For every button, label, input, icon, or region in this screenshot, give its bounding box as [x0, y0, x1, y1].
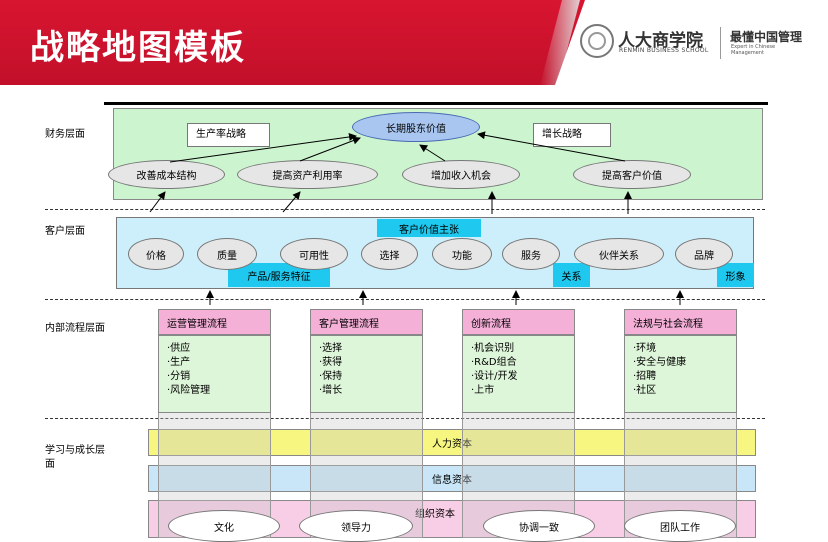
process-regulatory-body: ·环境 ·安全与健康 ·招聘 ·社区: [624, 335, 737, 413]
list-item: ·环境: [633, 343, 657, 354]
list-item: ·增长: [319, 385, 343, 396]
arrow-revenue-to-value: [419, 144, 446, 162]
group-relationship: 关系: [553, 263, 590, 287]
list-item: ·生产: [167, 357, 191, 368]
slogan: 最懂中国管理: [730, 30, 803, 44]
information-capital-label: 信息资本: [432, 475, 472, 486]
layer-label-financial: 财务层面: [45, 129, 85, 140]
human-capital-label: 人力资本: [432, 439, 472, 450]
list-item: ·上市: [471, 385, 495, 396]
org-item-teamwork: 团队工作: [624, 510, 736, 542]
list-item: ·招聘: [633, 371, 657, 382]
list-item: ·保持: [319, 371, 343, 382]
arrow-customer-to-asset: [282, 191, 301, 213]
layer-label-customer: 客户层面: [45, 226, 85, 237]
attribute-price: 价格: [128, 238, 184, 270]
attribute-availability: 可用性: [280, 238, 348, 270]
list-item: ·供应: [167, 343, 191, 354]
separator-internal-learning: [45, 418, 765, 419]
org-item-alignment: 协调一致: [483, 510, 595, 542]
driver-improve-cost-structure: 改善成本结构: [108, 160, 225, 189]
separator-customer-internal: [45, 299, 765, 300]
arrow-cost-to-value: [169, 133, 357, 163]
customer-value-proposition: 客户价值主张: [377, 219, 481, 237]
list-item: ·安全与健康: [633, 357, 687, 368]
growth-strategy-box: 增长战略: [533, 123, 611, 147]
driver-increase-asset-utilization: 提高资产利用率: [237, 160, 378, 189]
process-customer-mgmt-title: 客户管理流程: [310, 309, 423, 335]
list-item: ·社区: [633, 385, 657, 396]
attribute-partnership: 伙伴关系: [574, 238, 664, 270]
layer-label-learning: 学习与成长层面: [45, 445, 105, 470]
layer-label-internal: 内部流程层面: [45, 323, 105, 334]
list-item: ·风险管理: [167, 385, 211, 396]
organization-capital-label: 组织资本: [415, 509, 455, 520]
long-term-shareholder-value: 长期股东价值: [352, 112, 480, 142]
financial-top-rule: [104, 102, 768, 105]
attribute-functionality: 功能: [432, 238, 492, 270]
slogan-en: Expert in Chinese Management: [731, 44, 776, 56]
arrow-customer-to-cost: [149, 191, 166, 213]
attribute-service: 服务: [502, 238, 560, 270]
process-regulatory-title: 法规与社会流程: [624, 309, 737, 335]
list-item: ·分销: [167, 371, 191, 382]
group-image: 形象: [717, 263, 754, 287]
driver-enhance-customer-value: 提高客户价值: [573, 160, 691, 189]
bar-information-capital: 信息资本: [148, 465, 756, 492]
process-operations-title: 运营管理流程: [158, 309, 271, 335]
school-seal-inner-icon: [588, 32, 606, 50]
brand-divider: [720, 27, 721, 59]
list-item: ·机会识别: [471, 343, 515, 354]
process-customer-mgmt-body: ·选择 ·获得 ·保持 ·增长: [310, 335, 423, 413]
process-operations-body: ·供应 ·生产 ·分销 ·风险管理: [158, 335, 271, 413]
separator-financial-customer: [45, 209, 765, 210]
process-innovation-body: ·机会识别 ·R&D组合 ·设计/开发 ·上市: [462, 335, 575, 413]
list-item: ·选择: [319, 343, 343, 354]
attribute-brand: 品牌: [675, 238, 733, 270]
brand-name-en: RENMIN BUSINESS SCHOOL: [619, 47, 709, 54]
driver-increase-revenue-opportunities: 增加收入机会: [402, 160, 520, 189]
attribute-selection: 选择: [361, 238, 418, 270]
process-innovation-title: 创新流程: [462, 309, 575, 335]
brand-name: 人大商学院: [618, 31, 703, 51]
bar-human-capital: 人力资本: [148, 429, 756, 456]
productivity-strategy-box: 生产率战略: [187, 123, 270, 147]
list-item: ·设计/开发: [471, 371, 518, 382]
arrow-custvalue-to-value: [477, 131, 626, 162]
page-title: 战略地图模板: [30, 28, 246, 68]
list-item: ·获得: [319, 357, 343, 368]
attribute-quality: 质量: [197, 238, 257, 270]
arrow-asset-to-value: [299, 136, 361, 162]
list-item: ·R&D组合: [471, 357, 517, 368]
